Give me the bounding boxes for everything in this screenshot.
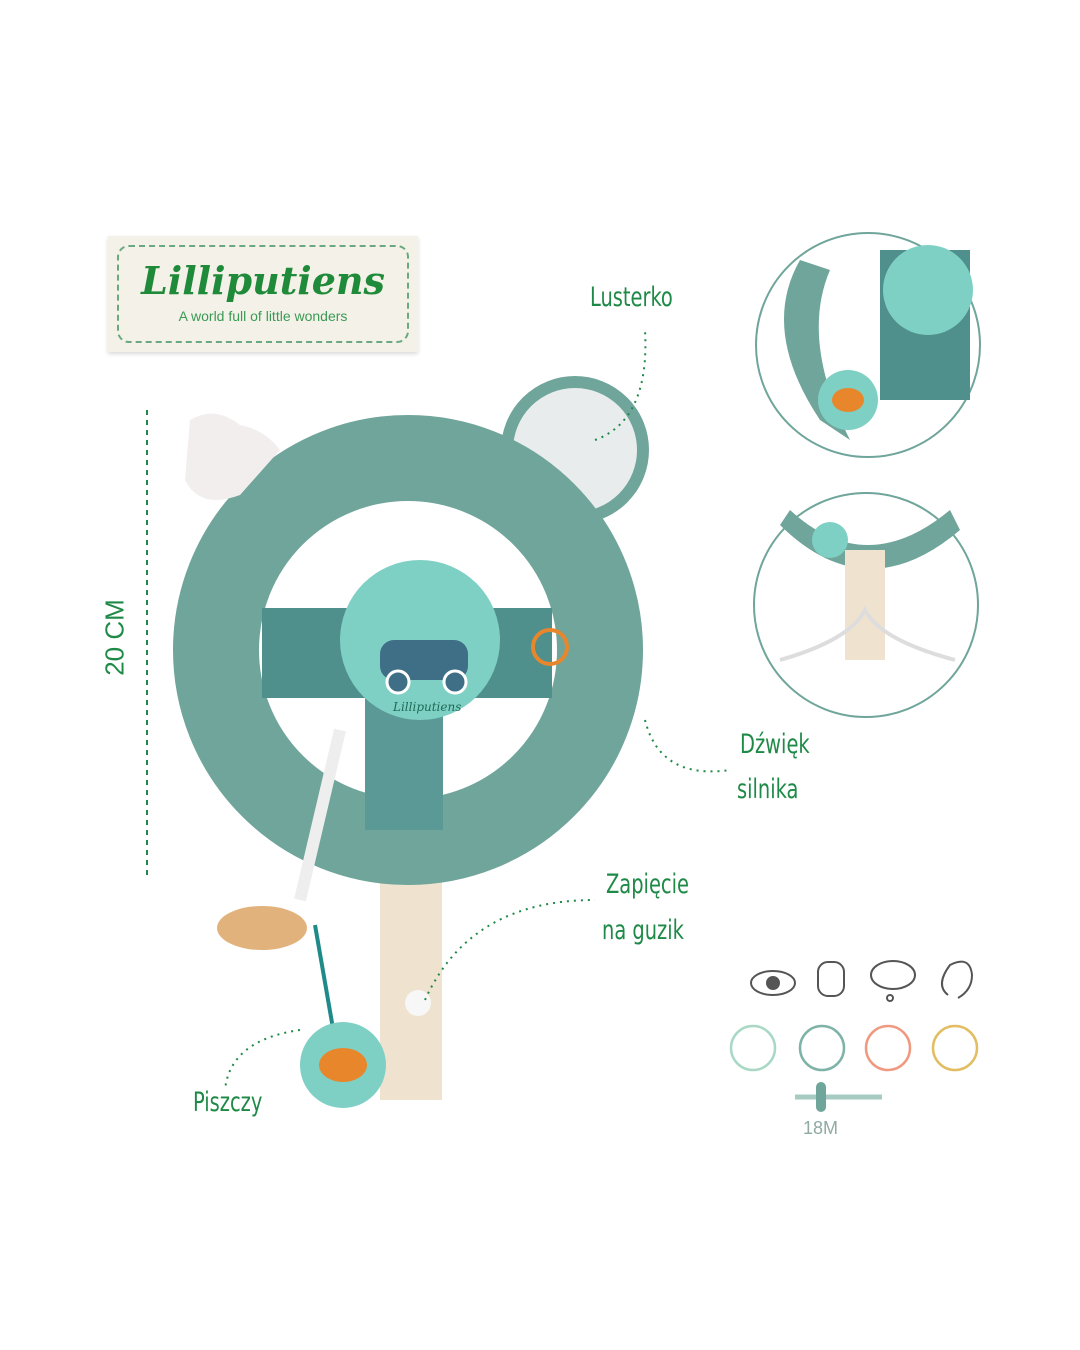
baby-face-icon: [729, 1024, 777, 1072]
child-face-icon: [864, 1024, 912, 1072]
car-icon: [380, 640, 468, 680]
age-label: 18M: [803, 1118, 839, 1138]
callout-mirror: Lusterko: [590, 282, 673, 313]
brand-name: Lilliputiens: [141, 258, 385, 303]
callout-engine-2: silnika: [737, 774, 799, 805]
age-marker: [816, 1082, 826, 1112]
thought-cloud-icon: [870, 960, 916, 1002]
callout-engine-1: Dźwięk: [740, 729, 810, 760]
callout-clip-2: na guzik: [602, 915, 684, 946]
brand-tagline: A world full of little wonders: [178, 308, 348, 324]
wooden-key: [217, 906, 307, 950]
button-clip: [405, 990, 431, 1016]
callout-squeak: Piszczy: [193, 1087, 263, 1118]
toddler-face-icon: [798, 1024, 846, 1072]
callout-clip-1: Zapięcie: [606, 869, 689, 900]
character-card: [185, 413, 280, 500]
wooden-stand: [380, 850, 442, 1100]
steering-wheel-rim: [173, 415, 643, 885]
eye-icon: [750, 970, 796, 996]
ear-icon: [941, 960, 974, 999]
hand-icon: [817, 961, 845, 997]
power-button-icon: [531, 628, 569, 666]
inset-detail-bottom: [753, 492, 979, 718]
dimension-label: 20 CM: [99, 599, 130, 676]
ribbon: [294, 728, 346, 902]
older-child-face-icon: [931, 1024, 979, 1072]
toy-print: Lilliputiens: [393, 700, 462, 714]
brand-logo: Lilliputiens A world full of little wond…: [108, 236, 418, 352]
inset-detail-top: [755, 232, 981, 458]
